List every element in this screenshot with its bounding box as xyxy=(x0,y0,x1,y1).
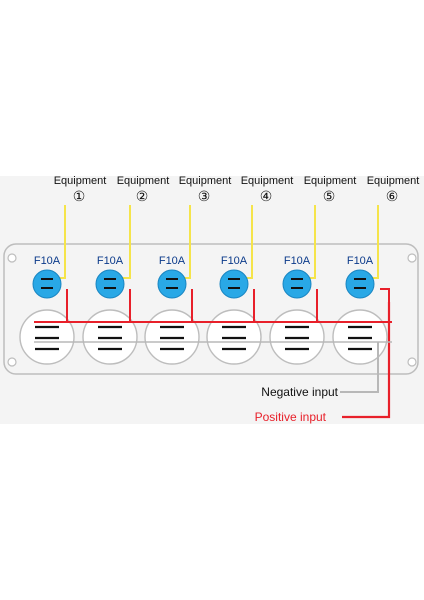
equipment-label-2: Equipment xyxy=(116,175,170,187)
equipment-number-5: ⑤ xyxy=(322,188,336,204)
fuse-rating-2: F10A xyxy=(96,255,124,267)
fuse-holder-6 xyxy=(345,269,375,299)
fuse-rating-4: F10A xyxy=(220,255,248,267)
equipment-wire-5 xyxy=(301,205,316,279)
fuse-jumper-6 xyxy=(380,288,390,322)
fuse-rating-5: F10A xyxy=(283,255,311,267)
equipment-wire-4 xyxy=(238,205,253,279)
equipment-label-1: Equipment xyxy=(53,175,107,187)
mounting-hole xyxy=(7,253,17,263)
equipment-label-6: Equipment xyxy=(366,175,420,187)
equipment-number-2: ② xyxy=(135,188,149,204)
mounting-hole xyxy=(7,357,17,367)
equipment-label-4: Equipment xyxy=(240,175,294,187)
mounting-hole xyxy=(407,253,417,263)
negative-input-label: Negative input xyxy=(261,385,338,399)
diagram-background xyxy=(0,176,424,424)
fuse-holder-4 xyxy=(219,269,249,299)
fuse-rating-3: F10A xyxy=(158,255,186,267)
mounting-hole xyxy=(407,357,417,367)
equipment-wire-1 xyxy=(51,205,66,279)
fuse-holder-5 xyxy=(282,269,312,299)
equipment-wire-3 xyxy=(176,205,191,279)
fuse-rating-1: F10A xyxy=(33,255,61,267)
fuse-holder-1 xyxy=(32,269,62,299)
equipment-number-6: ⑥ xyxy=(385,188,399,204)
equipment-label-5: Equipment xyxy=(303,175,357,187)
equipment-number-3: ③ xyxy=(197,188,211,204)
equipment-wire-2 xyxy=(114,205,131,279)
equipment-label-3: Equipment xyxy=(178,175,232,187)
fuse-rating-6: F10A xyxy=(346,255,374,267)
equipment-number-1: ① xyxy=(72,188,86,204)
fuse-holder-2 xyxy=(95,269,125,299)
negative-wire xyxy=(340,342,379,393)
fuse-holder-3 xyxy=(157,269,187,299)
equipment-wire-6 xyxy=(364,205,379,279)
positive-input-label: Positive input xyxy=(254,410,326,424)
positive-wire xyxy=(342,302,391,419)
panel-outline xyxy=(3,243,419,375)
equipment-number-4: ④ xyxy=(259,188,273,204)
